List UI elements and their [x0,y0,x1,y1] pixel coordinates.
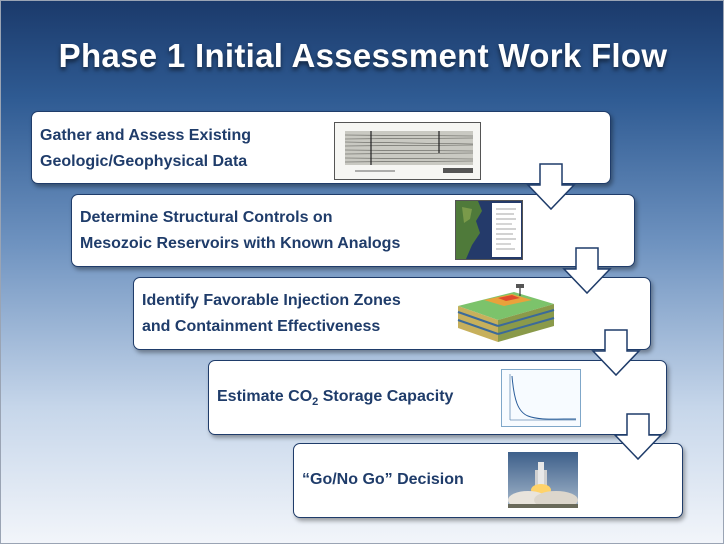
step-4-text-subscript: 2 [312,396,319,409]
step-3-text: Identify Favorable Injection Zones and C… [142,288,401,340]
reservoir-block-model-image [454,284,558,344]
step-3-line-2: and Containment Effectiveness [142,318,381,335]
step-5-line-1: “Go/No Go” Decision [302,471,464,488]
step-2-line-1: Determine Structural Controls on [80,209,333,226]
step-1-text: Gather and Assess Existing Geologic/Geop… [40,123,251,175]
step-structural-controls: Determine Structural Controls on Mesozoi… [71,194,635,267]
step-4-text: Estimate CO2 Storage Capacity [217,384,453,415]
down-arrow-icon [591,329,641,377]
down-arrow-icon [613,413,663,461]
down-arrow-icon [562,247,612,295]
step-4-text-suffix: Storage Capacity [318,388,454,405]
rocket-launch-image [508,452,578,508]
step-5-text: “Go/No Go” Decision [302,467,464,493]
step-4-text-prefix: Estimate CO [217,388,313,405]
step-3-line-1: Identify Favorable Injection Zones [142,292,401,309]
step-go-no-go: “Go/No Go” Decision [293,443,683,518]
down-arrow-icon [526,163,576,211]
storage-curve-chart-image [501,369,581,427]
step-2-text: Determine Structural Controls on Mesozoi… [80,205,400,257]
regional-map-image [455,200,523,260]
slide-title: Phase 1 Initial Assessment Work Flow [58,37,668,74]
step-gather-assess: Gather and Assess Existing Geologic/Geop… [31,111,611,184]
step-injection-zones: Identify Favorable Injection Zones and C… [133,277,651,350]
step-1-line-2: Geologic/Geophysical Data [40,153,248,170]
step-storage-capacity: Estimate CO2 Storage Capacity [208,360,667,435]
step-2-line-2: Mesozoic Reservoirs with Known Analogs [80,235,401,252]
seismic-section-image [334,122,481,180]
step-1-line-1: Gather and Assess Existing [40,127,252,144]
